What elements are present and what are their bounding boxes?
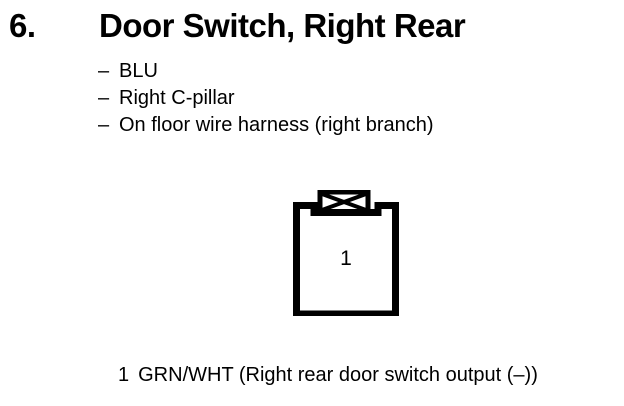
- connector-outline-icon: [293, 190, 399, 316]
- list-item: –BLU: [98, 58, 598, 85]
- caption-pin-number: 1: [118, 364, 130, 386]
- attribute-label-harness: On floor wire harness (right branch): [119, 114, 434, 136]
- item-number: 6.: [9, 7, 36, 44]
- pin-caption: 1 GRN/WHT (Right rear door switch output …: [118, 363, 538, 388]
- connector-symbol: [292, 190, 400, 316]
- list-item: –On floor wire harness (right branch): [98, 112, 598, 139]
- page-header: 6. Door Switch, Right Rear: [0, 3, 624, 49]
- page-title: Door Switch, Right Rear: [99, 7, 466, 44]
- caption-text: GRN/WHT (Right rear door switch output (…: [138, 364, 538, 386]
- dash-bullet-icon: –: [98, 60, 110, 82]
- connector-body-icon: [293, 202, 399, 316]
- list-item: –Right C-pillar: [98, 85, 598, 112]
- attribute-label-location: Right C-pillar: [119, 87, 235, 109]
- tab-cross-line-b: [321, 192, 367, 212]
- dash-bullet-icon: –: [98, 114, 110, 136]
- attribute-list: –BLU –Right C-pillar –On floor wire harn…: [98, 58, 598, 139]
- pin-number-label: 1: [340, 247, 352, 270]
- dash-bullet-icon: –: [98, 87, 110, 109]
- attribute-label-wire-color: BLU: [119, 60, 158, 82]
